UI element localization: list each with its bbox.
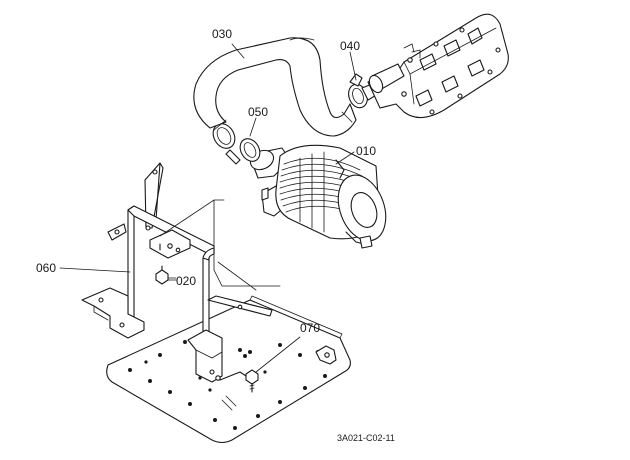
label-070: 070 <box>300 321 320 335</box>
hose-030 <box>193 37 357 137</box>
label-060: 060 <box>36 261 56 275</box>
bolt-020 <box>155 265 177 285</box>
clamp-050 <box>212 123 261 165</box>
label-020: 020 <box>176 274 196 288</box>
air-cleaner-010 <box>249 144 387 249</box>
label-050: 050 <box>248 105 268 119</box>
intake-manifold <box>367 13 509 119</box>
label-010: 010 <box>356 144 376 158</box>
drawing-code: 3A021-C02-11 <box>337 433 395 443</box>
label-030: 030 <box>212 27 232 41</box>
base-plate <box>106 295 351 444</box>
bolt-070 <box>245 336 301 393</box>
leader-lines <box>59 43 357 279</box>
reference-frame <box>159 199 281 291</box>
label-040: 040 <box>340 39 360 53</box>
